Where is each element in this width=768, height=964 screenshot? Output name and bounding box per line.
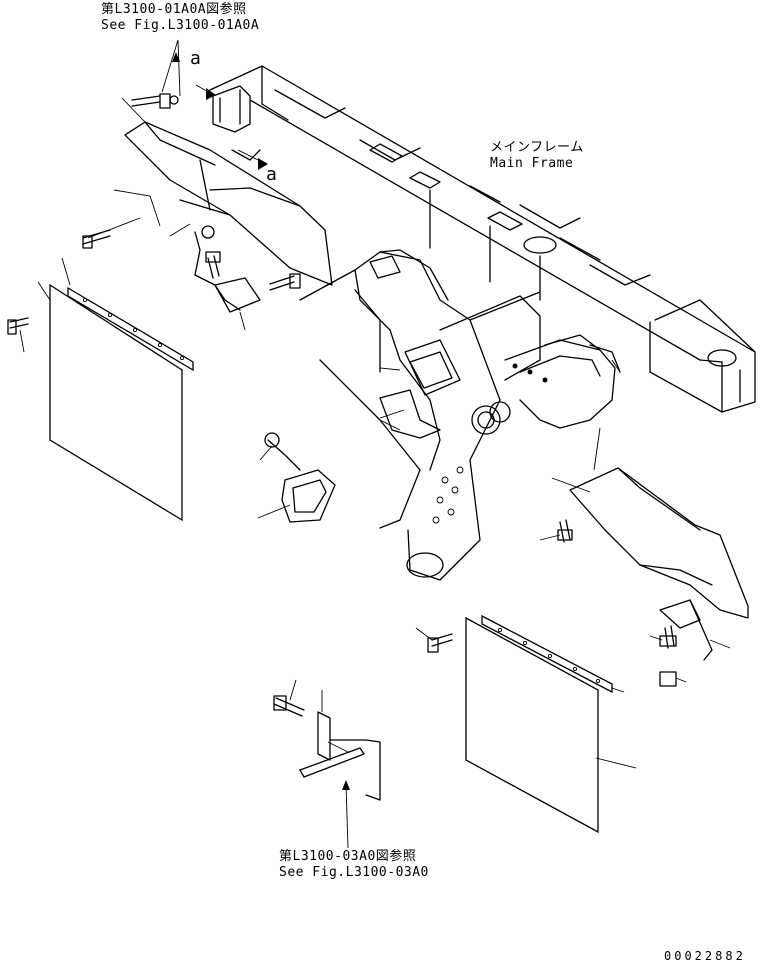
lower-bracket [299,711,381,801]
reference-bottom-en: See Fig.L3100-03A0 [279,865,429,880]
reference-top: 第L3100-01A0A図参照 See Fig.L3100-01A0A [101,2,259,34]
main-frame-label: メインフレーム Main Frame [490,140,584,172]
reference-bottom-jp: 第L3100-03A0図参照 [279,849,417,864]
reference-top-jp: 第L3100-01A0A図参照 [101,2,247,17]
main-frame [209,65,756,413]
leader-lines [19,39,731,849]
left-mudflap [49,283,194,522]
view-mark-a-lower: a [266,164,277,185]
reference-bottom: 第L3100-03A0図参照 See Fig.L3100-03A0 [279,849,429,881]
hose-clamp [194,225,261,313]
reference-top-en: See Fig.L3100-01A0A [101,18,260,33]
rear-housing [504,334,621,429]
center-mast [299,249,541,581]
main-frame-label-en: Main Frame [490,156,574,171]
bolts [7,93,677,717]
arrows [172,52,350,790]
main-frame-label-jp: メインフレーム [490,140,584,155]
document-number: 00022882 [664,949,746,963]
right-mudflap [465,614,613,834]
right-fender-bracket [569,467,749,661]
left-fender-bracket [124,85,333,286]
view-mark-a-upper: a [190,48,201,69]
step-ladder [264,432,336,523]
